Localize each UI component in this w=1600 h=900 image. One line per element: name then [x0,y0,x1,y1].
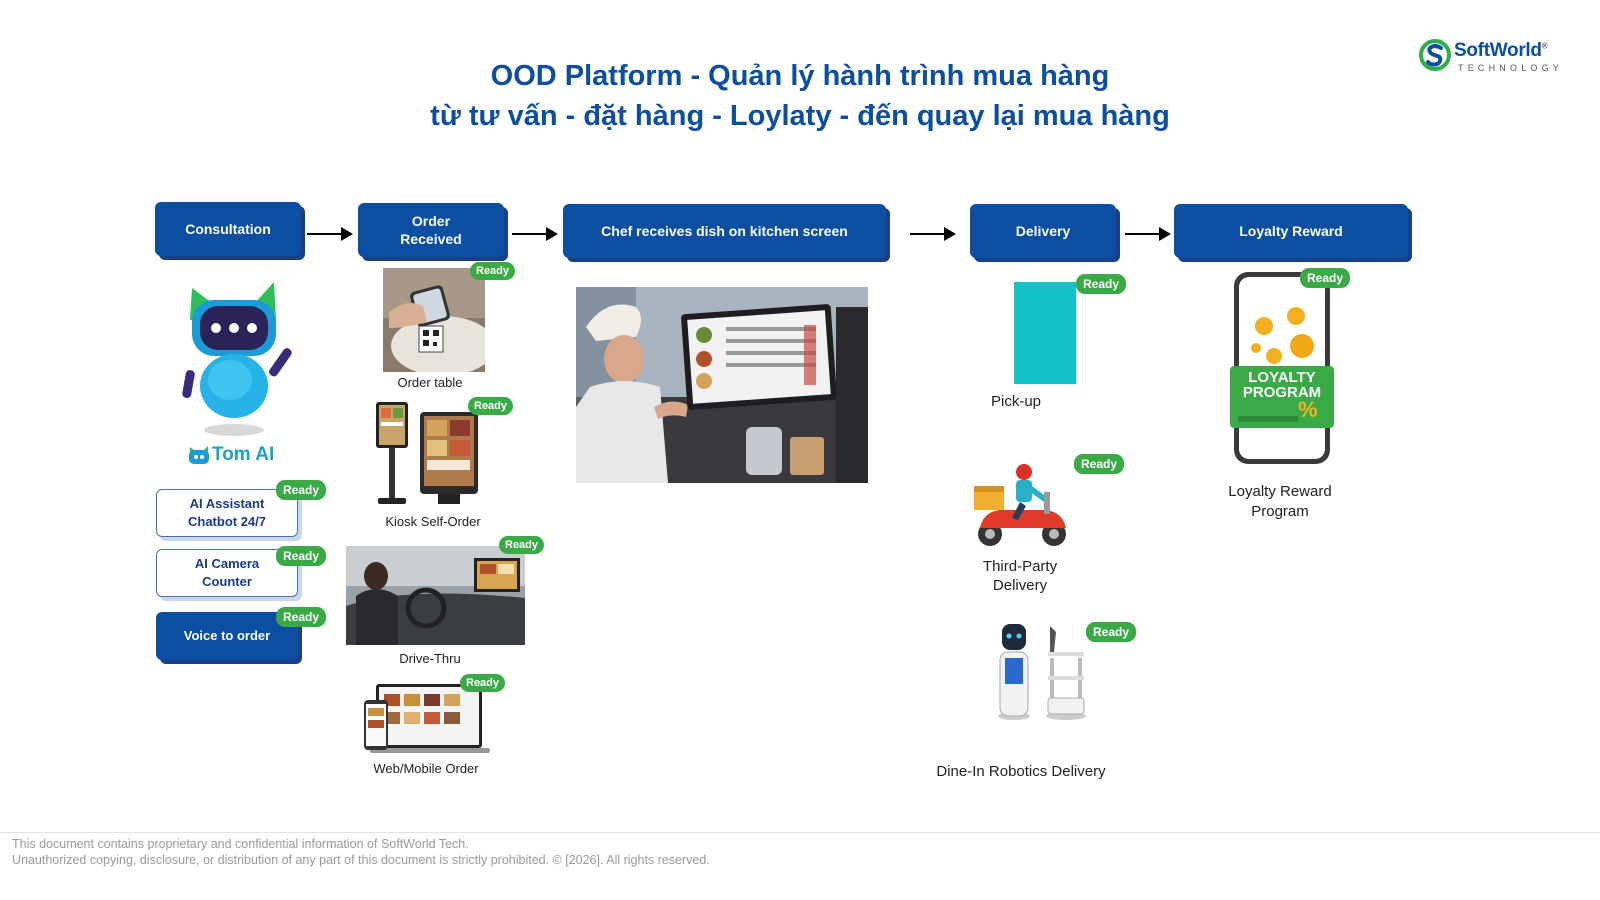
tom-ai-robot-icon [182,282,292,436]
step-chef-kitchen-screen: Chef receives dish on kitchen screen [563,204,886,258]
ready-badge-pick-up: Ready [1076,274,1127,294]
pick-up-label: Pick-up [990,393,1042,410]
order-table-label: Order table [397,375,463,390]
ready-badge-web-mobile: Ready [460,674,506,692]
loyalty-card-text-1: LOYALTY [1248,369,1316,386]
arrow-1 [307,227,353,241]
loyalty-phone-image [1230,272,1334,464]
web-mobile-order-label: Web/Mobile Order [373,761,479,776]
ready-badge-loyalty: Ready [1300,268,1351,288]
web-mobile-order-image [364,684,490,753]
ready-badge-drive-thru: Ready [499,536,545,554]
ready-badge-voice: Ready [276,607,327,627]
ai-assistant-chatbot-button[interactable]: AI Assistant Chatbot 24/7 [156,489,298,537]
drive-thru-label: Drive-Thru [399,651,461,666]
logo-name: SoftWorld [1454,40,1542,61]
step-loyalty-reward: Loyalty Reward [1174,204,1408,258]
kiosk-self-order-label: Kiosk Self-Order [385,514,481,529]
drive-thru-image [346,546,525,645]
step-consultation: Consultation [155,202,301,256]
page-subtitle: từ tư vấn - đặt hàng - Loylaty - đến qua… [430,100,1170,132]
loyalty-percent-symbol: % [1298,397,1318,422]
logo-tagline: TECHNOLOGY [1458,63,1564,73]
ready-badge-robotics: Ready [1086,622,1137,642]
footer-confidential-text: This document contains proprietary and c… [12,837,469,851]
loyalty-reward-program-label: Loyalty Reward Program [1228,483,1332,520]
third-party-delivery-label: Third-Party Delivery [982,558,1058,594]
voice-to-order-button[interactable]: Voice to order [156,612,298,660]
ready-badge-kiosk: Ready [468,397,514,415]
kiosk-self-order-image [376,402,478,504]
step-order-received: Order Received [358,203,504,257]
loyalty-card-text-2: PROGRAM [1242,384,1322,401]
ready-badge-chatbot: Ready [276,480,327,500]
arrow-3 [910,227,956,241]
chef-kitchen-screen-image [576,287,868,483]
dine-in-robots-image [998,624,1086,720]
footer-rights-text: Unauthorized copying, disclosure, or dis… [12,853,710,867]
softworld-logo: SoftWorld® TECHNOLOGY [1418,36,1578,78]
ready-badge-order-table: Ready [470,262,516,280]
softworld-logo-icon [1419,39,1451,71]
footer-divider [0,832,1600,833]
ai-camera-counter-button[interactable]: AI Camera Counter [156,549,298,597]
page-title: OOD Platform - Quản lý hành trình mua hà… [490,60,1110,92]
ready-badge-camera: Ready [276,546,327,566]
tom-ai-label: Tom AI [212,444,275,465]
logo-registered-mark: ® [1541,41,1548,51]
arrow-4 [1125,227,1171,241]
arrow-2 [512,227,558,241]
scooter-delivery-icon [974,464,1066,546]
pick-up-image [1014,282,1076,384]
step-delivery: Delivery [970,204,1116,258]
tom-ai-mini-icon [189,446,209,464]
ready-badge-third-party: Ready [1074,454,1125,474]
order-table-qr-image [383,268,485,372]
dine-in-robotics-label: Dine-In Robotics Delivery [936,763,1106,780]
